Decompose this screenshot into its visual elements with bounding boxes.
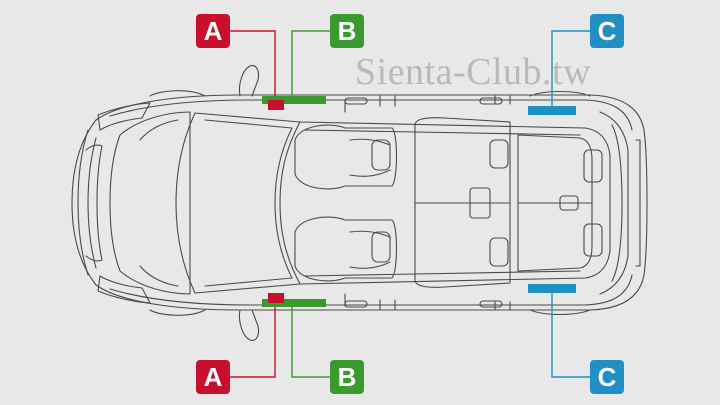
leader-line-a-bottom — [230, 300, 276, 378]
leader-line-b-bottom — [291, 304, 330, 378]
third-row-seat — [517, 134, 593, 272]
label-b-top-badge: B — [330, 14, 364, 48]
part-c-top — [528, 106, 576, 115]
label-c-bottom-badge: C — [590, 360, 624, 394]
car-body-outline — [71, 94, 648, 311]
leader-line-c-top — [551, 30, 590, 106]
leader-line-a-top — [230, 30, 276, 100]
hood — [109, 111, 191, 295]
front-seat-right — [294, 216, 398, 282]
label-a-bottom-badge: A — [196, 360, 230, 394]
rear-window — [599, 111, 629, 295]
part-b-bottom — [262, 299, 326, 307]
front-bumper — [77, 129, 89, 276]
windshield — [175, 112, 301, 294]
roof — [299, 121, 611, 285]
part-a-top — [268, 100, 284, 110]
second-row-seat — [414, 117, 511, 288]
front-seat-left — [294, 124, 398, 190]
watermark-text: Sienta-Club.tw — [355, 51, 592, 93]
label-b-bottom-badge: B — [330, 360, 364, 394]
leader-line-b-top — [291, 30, 330, 96]
mirror-right — [238, 309, 260, 341]
label-c-top-badge: C — [590, 14, 624, 48]
part-c-bottom — [528, 284, 576, 293]
part-b-top — [262, 96, 326, 104]
label-a-top-badge: A — [196, 14, 230, 48]
headlight-left — [97, 102, 151, 131]
part-a-bottom — [268, 293, 284, 303]
headlight-right — [97, 275, 151, 304]
mirror-left — [238, 65, 260, 97]
leader-line-c-bottom — [551, 293, 590, 378]
